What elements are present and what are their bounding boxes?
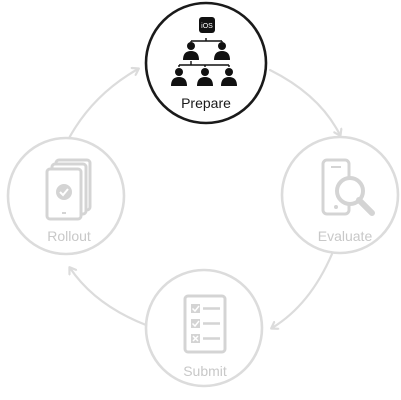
stacked-tablets-check-icon [47,160,90,219]
stage-evaluate-label: Evaluate [318,228,373,244]
stage-prepare[interactable]: iOS Prepare [146,3,266,123]
stage-evaluate[interactable]: Evaluate [282,137,398,253]
stage-rollout[interactable]: Rollout [8,138,124,254]
arrow-rollout-to-prepare [68,69,138,140]
arrow-submit-to-rollout [70,268,146,325]
ios-badge-text: iOS [201,23,213,30]
arrow-evaluate-to-submit [272,254,332,328]
stage-submit[interactable]: Submit [146,270,262,386]
arrow-prepare-to-evaluate [270,70,340,135]
stage-submit-label: Submit [183,363,227,379]
ios-badge: iOS [199,17,215,33]
stage-rollout-label: Rollout [47,228,91,244]
stage-prepare-label: Prepare [181,95,231,111]
